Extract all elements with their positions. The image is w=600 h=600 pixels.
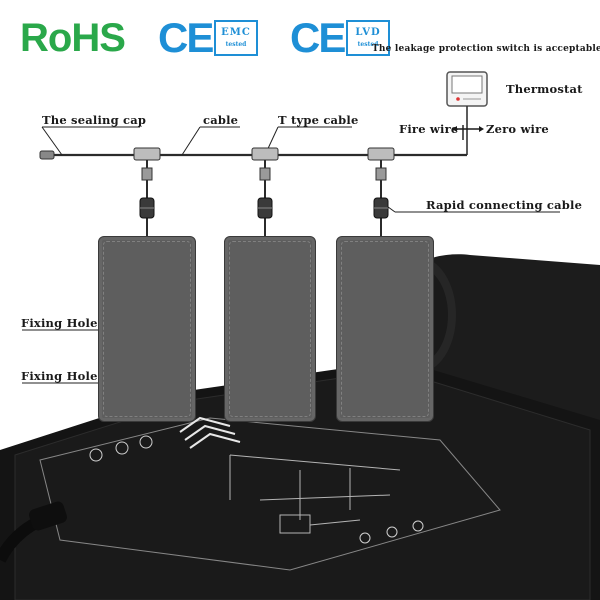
rapid-connecting-cable-label: Rapid connecting cable [426, 198, 583, 212]
ce-mark-1: CE [158, 14, 214, 61]
lvd-tested-logo: LVD tested [346, 20, 390, 56]
emc-tested-logo: EMC tested [214, 20, 258, 56]
emc-text: EMC [221, 27, 251, 38]
t-connector-3 [367, 147, 395, 236]
heater-panel-2 [224, 236, 316, 422]
cable-label: cable [203, 113, 239, 127]
zero-wire-label: Zero wire [486, 122, 549, 136]
fixing-hole-label-2: Fixing Hole [21, 369, 98, 383]
t-connector-2 [251, 147, 279, 236]
emc-sub: tested [225, 41, 247, 48]
t-type-cable-label: T type cable [278, 113, 359, 127]
t-connector-1 [133, 147, 161, 236]
rohs-logo: RoHS [20, 16, 126, 60]
sealing-cap-label: The sealing cap [42, 113, 147, 127]
heater-panel-1 [98, 236, 196, 422]
lvd-text: LVD [355, 27, 381, 38]
fixing-hole-label-1: Fixing Hole [21, 316, 98, 330]
thermostat-label: Thermostat [506, 82, 583, 96]
ce-mark-2: CE [290, 14, 346, 61]
thermostat-device [446, 71, 488, 107]
leakage-protection-label: The leakage protection switch is accepta… [372, 44, 600, 54]
heater-panel-3 [336, 236, 434, 422]
fire-wire-label: Fire wire [399, 122, 459, 136]
lvd-sub: tested [357, 41, 379, 48]
